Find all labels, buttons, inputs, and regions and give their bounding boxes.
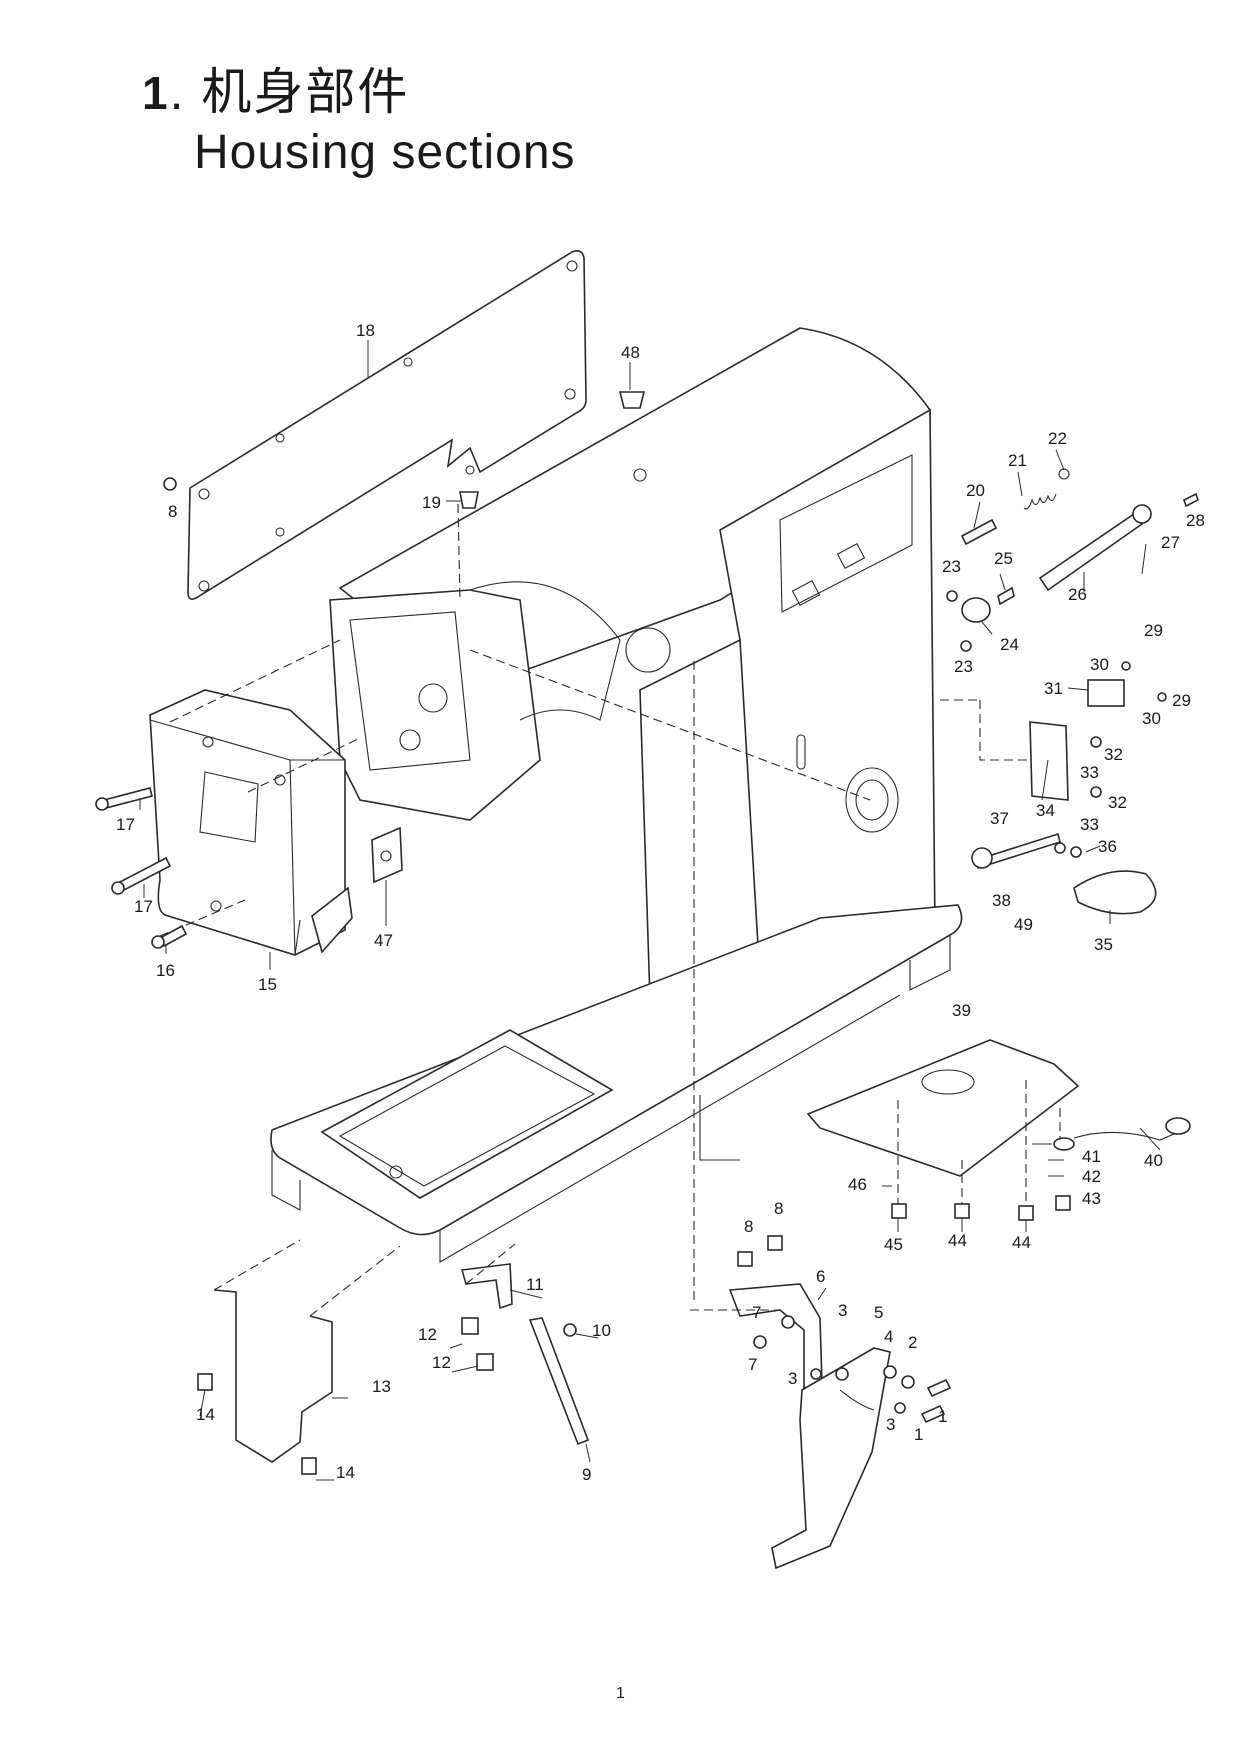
callout-27: 27 bbox=[1161, 533, 1180, 552]
callout-3-upper: 3 bbox=[838, 1301, 847, 1320]
callout-34: 34 bbox=[1036, 801, 1055, 820]
callout-3-left: 3 bbox=[788, 1369, 797, 1388]
alignment-lines bbox=[159, 503, 1061, 1317]
callout-33-upper: 33 bbox=[1080, 763, 1099, 782]
callout-16: 16 bbox=[156, 961, 175, 980]
callout-7-lower: 7 bbox=[748, 1355, 757, 1374]
callout-36: 36 bbox=[1098, 837, 1117, 856]
callout-23-upper: 23 bbox=[942, 557, 961, 576]
leader-lines bbox=[139, 340, 1161, 1481]
title-cn-text: 机身部件 bbox=[201, 64, 410, 120]
callout-2: 2 bbox=[908, 1333, 917, 1352]
callout-29-lower: 29 bbox=[1172, 691, 1191, 710]
callout-8-right: 8 bbox=[774, 1199, 783, 1218]
callout-26: 26 bbox=[1068, 585, 1087, 604]
callout-35: 35 bbox=[1094, 935, 1113, 954]
title-chinese: 1. 机身部件 bbox=[142, 64, 410, 120]
fasteners bbox=[95, 391, 1199, 1570]
callout-17-lower: 17 bbox=[134, 897, 153, 916]
callout-49: 49 bbox=[1014, 915, 1033, 934]
callout-14-right: 14 bbox=[336, 1463, 355, 1482]
callout-17-upper: 17 bbox=[116, 815, 135, 834]
callout-43: 43 bbox=[1082, 1189, 1101, 1208]
callout-28: 28 bbox=[1186, 511, 1205, 530]
callout-8-top: 8 bbox=[168, 502, 177, 521]
page-number: 1 bbox=[616, 1685, 625, 1702]
callout-18: 18 bbox=[356, 321, 375, 340]
callout-24: 24 bbox=[1000, 635, 1019, 654]
page-header: 1. 机身部件 Housing sections bbox=[142, 62, 576, 183]
machine-bed bbox=[270, 904, 963, 1263]
callout-8-left: 8 bbox=[744, 1217, 753, 1236]
callout-37: 37 bbox=[990, 809, 1009, 828]
callout-11: 11 bbox=[526, 1275, 544, 1294]
callout-23-lower: 23 bbox=[954, 657, 973, 676]
callout-46: 46 bbox=[848, 1175, 867, 1194]
callout-22: 22 bbox=[1048, 429, 1067, 448]
title-english: Housing sections bbox=[194, 126, 576, 179]
callout-21: 21 bbox=[1008, 451, 1027, 470]
callout-44-left: 44 bbox=[948, 1231, 967, 1250]
callout-29-upper: 29 bbox=[1144, 621, 1163, 640]
callout-32-lower: 32 bbox=[1108, 793, 1127, 812]
callout-6: 6 bbox=[816, 1267, 825, 1286]
callout-1-right: 1 bbox=[938, 1407, 947, 1426]
callout-20: 20 bbox=[966, 481, 985, 500]
callout-5: 5 bbox=[874, 1303, 883, 1322]
callout-3-lower: 3 bbox=[886, 1415, 895, 1434]
callout-13: 13 bbox=[372, 1377, 391, 1396]
callout-48: 48 bbox=[621, 343, 640, 362]
top-cover-plate bbox=[187, 250, 587, 600]
callout-44-right: 44 bbox=[1012, 1233, 1031, 1252]
callout-32-upper: 32 bbox=[1104, 745, 1123, 764]
machine-housing bbox=[329, 327, 936, 1001]
callout-33-lower: 33 bbox=[1080, 815, 1099, 834]
callout-1-lower: 1 bbox=[914, 1425, 923, 1444]
face-plate-cover bbox=[149, 689, 346, 956]
callout-30-upper: 30 bbox=[1090, 655, 1109, 674]
callout-31: 31 bbox=[1044, 679, 1063, 698]
callout-12-lower: 12 bbox=[432, 1353, 451, 1372]
callout-12-upper: 12 bbox=[418, 1325, 437, 1344]
callout-38: 38 bbox=[992, 891, 1011, 910]
callout-42: 42 bbox=[1082, 1167, 1101, 1186]
callout-15: 15 bbox=[258, 975, 277, 994]
callout-39: 39 bbox=[952, 1001, 971, 1020]
callout-41: 41 bbox=[1082, 1147, 1101, 1166]
callout-25: 25 bbox=[994, 549, 1013, 568]
callout-45: 45 bbox=[884, 1235, 903, 1254]
callout-14-left: 14 bbox=[196, 1405, 215, 1424]
callout-4: 4 bbox=[884, 1327, 893, 1346]
callout-30-lower: 30 bbox=[1142, 709, 1161, 728]
callout-7-upper: 7 bbox=[752, 1303, 761, 1322]
callout-labels: 18 48 8 19 22 21 20 28 27 23 25 26 24 23… bbox=[116, 321, 1205, 1484]
section-number: 1 bbox=[142, 67, 170, 119]
callout-47: 47 bbox=[374, 931, 393, 950]
callout-19: 19 bbox=[422, 493, 441, 512]
callout-9: 9 bbox=[582, 1465, 591, 1484]
callout-10: 10 bbox=[592, 1321, 611, 1340]
callout-40: 40 bbox=[1144, 1151, 1163, 1170]
